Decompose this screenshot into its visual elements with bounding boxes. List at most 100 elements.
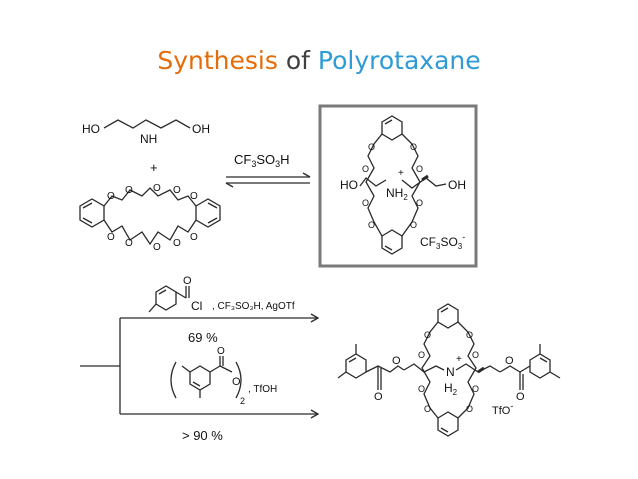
product-n-label: N <box>446 365 455 379</box>
complex-o-1: O <box>368 142 375 152</box>
product-h2-label: H2 <box>444 381 458 397</box>
product-stopper-left-methyl-2 <box>337 371 347 379</box>
route2-conditions: , TfOH <box>248 384 277 395</box>
toluoyl-ring <box>155 285 177 311</box>
complex-oh-label: OH <box>448 178 466 192</box>
product-crown-o-6: O <box>472 384 479 394</box>
amine-nh-label: NH <box>140 132 157 146</box>
amine-oh-label: OH <box>192 122 210 136</box>
crown-chain-top <box>103 187 197 207</box>
product-ester-left-o: O <box>374 391 383 403</box>
anhydride-o-label: O <box>232 376 241 388</box>
benzo-ring-right-bond <box>207 202 218 209</box>
complex-plus: + <box>398 168 404 179</box>
anhydride-o-top: O <box>217 346 225 357</box>
product-crown-o-2: O <box>466 330 473 340</box>
crown-o-9: O <box>173 238 181 249</box>
anhydride-paren-left <box>170 361 177 399</box>
complex-crown-left <box>365 133 383 237</box>
complex-benzo-top <box>381 115 403 141</box>
product-crown-o-7: O <box>424 404 431 414</box>
route1-arrow-head <box>310 313 320 323</box>
product-stopper-left-bond <box>348 357 357 363</box>
product-crown-left <box>421 321 439 419</box>
route1-yield: 69 % <box>188 330 218 345</box>
product-stopper-right-bond <box>539 357 548 363</box>
equilibrium-arrows <box>225 172 311 188</box>
complex-box <box>318 104 478 268</box>
product-axle-left <box>403 363 445 373</box>
slide-title: Synthesis of Polyrotaxane <box>0 46 638 76</box>
complex-o-8: O <box>410 220 417 230</box>
product-stopper-left-ring <box>345 353 367 379</box>
product-ester-right <box>499 365 531 373</box>
benzo-ring-left-bond <box>82 202 93 209</box>
product-axle-wedge <box>477 366 485 374</box>
crown-o-3: O <box>153 183 161 194</box>
product-crown-o-8: O <box>466 404 473 414</box>
crown-o-8: O <box>153 242 161 253</box>
complex-o-5: O <box>362 198 369 208</box>
product-counterion: TfO- <box>492 401 513 417</box>
product-ester-left <box>365 365 405 373</box>
complex-axle-wedge <box>421 174 429 182</box>
route2-arrow-head <box>310 409 320 419</box>
crown-o-4: O <box>173 185 181 196</box>
crown-o-6: O <box>107 232 115 243</box>
toluoyl-ring-bond <box>158 289 167 295</box>
crown-o-7: O <box>125 238 133 249</box>
complex-anion: CF3SO3- <box>420 232 465 251</box>
route2-yield: > 90 % <box>182 428 223 443</box>
product-crown-o-4: O <box>472 350 479 360</box>
complex-nh2: NH2 <box>386 186 408 202</box>
amine-ho-label: HO <box>82 122 100 136</box>
crown-o-1: O <box>107 191 115 202</box>
complex-benzo-bottom-bond <box>384 245 393 251</box>
complex-o-7: O <box>368 220 375 230</box>
complex-o-6: O <box>416 198 423 208</box>
anhydride-ester-bond <box>219 365 233 373</box>
complex-benzo-bottom <box>381 229 403 255</box>
toluoyl-methyl <box>148 303 157 313</box>
acyl-o-label: O <box>183 275 192 287</box>
benzo-ring-right-bond2 <box>207 217 218 224</box>
anhydride-subscript: 2 <box>240 396 245 406</box>
product-benzo-top <box>437 303 459 329</box>
crown-o-2: O <box>125 185 133 196</box>
pseudorotaxane-complex: HO OH + NH2 O O O O O O O O CF3SO3- <box>340 115 466 255</box>
benzo-ring-left-bond2 <box>82 217 93 224</box>
product-ester-right-o: O <box>516 391 525 403</box>
complex-axle-left <box>359 177 387 187</box>
diethanolamine-chain <box>103 119 191 129</box>
route1-conditions: , CF₃SO₃H, AgOTf <box>212 301 295 312</box>
crown-o-5: O <box>190 191 198 202</box>
title-polyrotaxane: Polyrotaxane <box>317 46 481 75</box>
polyrotaxane-product <box>337 303 561 437</box>
product-crown-o-3: O <box>418 350 425 360</box>
anhydride-paren-right <box>235 361 242 399</box>
product-crown-o-5: O <box>418 384 425 394</box>
product-plus: + <box>456 354 462 365</box>
diethanolamine: HO NH OH <box>82 119 210 146</box>
anhydride-carbonyl-bond <box>209 365 221 373</box>
plus-sign: + <box>150 160 158 175</box>
product-benzo-bottom <box>437 411 459 437</box>
product-benzo-top-bond <box>440 307 449 313</box>
product-stopper-right-ring <box>529 353 551 379</box>
route-arrows <box>80 313 320 419</box>
complex-o-2: O <box>410 142 417 152</box>
complex-o-3: O <box>362 164 369 174</box>
acyl-cl-label: Cl <box>191 299 202 313</box>
complex-benzo-top-bond <box>384 119 393 125</box>
equilibrium-reagent: CF3SO3H <box>234 152 290 169</box>
forward-arrow-head <box>302 172 311 178</box>
crown-o-10: O <box>190 232 198 243</box>
product-crown-right <box>457 321 477 419</box>
anhydride-methyl-1 <box>181 365 191 373</box>
reverse-arrow-head <box>225 182 234 188</box>
toluoyl-carbonyl-bond <box>175 291 187 299</box>
anhydride-ring-bond <box>192 381 201 387</box>
product-ester-left-o2: O <box>392 355 401 367</box>
anhydride-ring <box>189 365 211 391</box>
